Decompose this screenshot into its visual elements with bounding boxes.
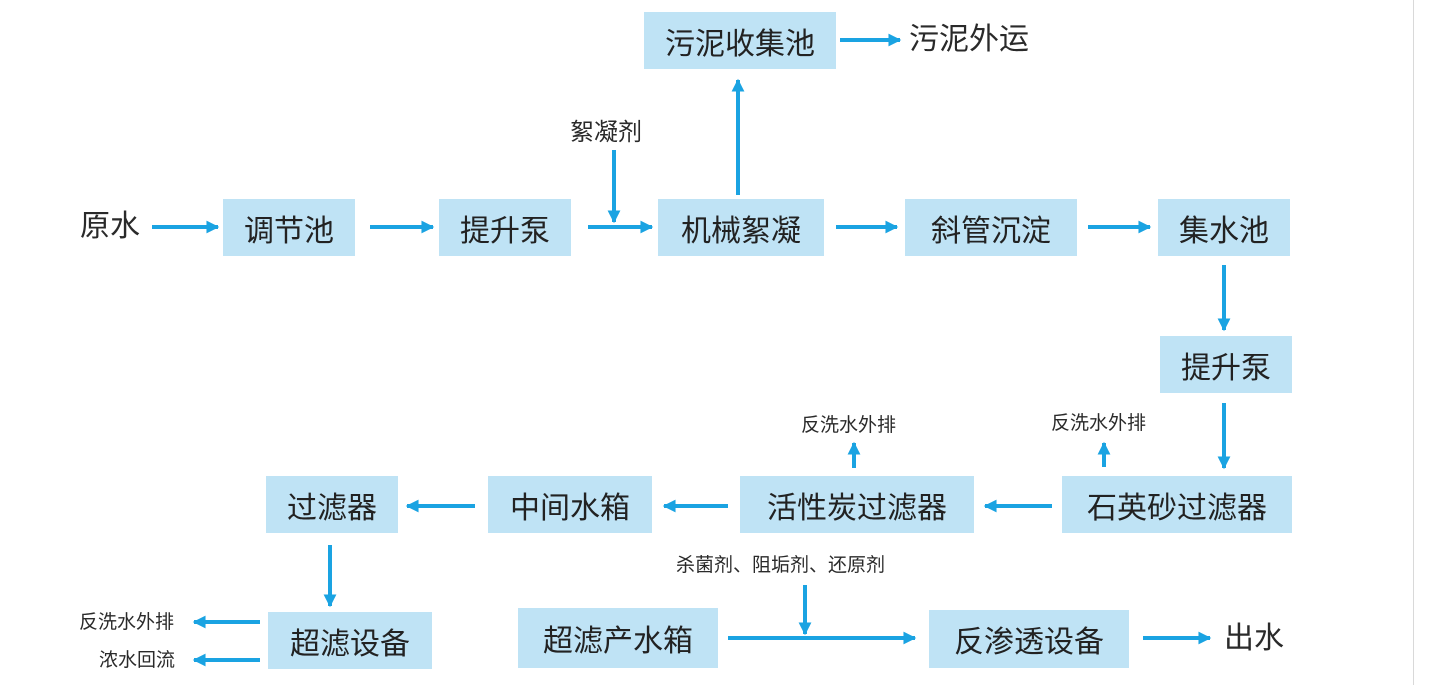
- flocculant-label: 絮凝剂: [570, 118, 642, 146]
- activated-carbon-filter-box: 活性炭过滤器: [740, 476, 974, 533]
- quartz-sand-filter-box: 石英砂过滤器: [1062, 476, 1292, 533]
- sludge-out-label: 污泥外运: [909, 22, 1029, 57]
- backwash-out-3-label: 反洗水外排: [79, 611, 175, 633]
- lift-pump-1-box: 提升泵: [439, 199, 571, 256]
- uf-product-tank-box: 超滤产水箱: [518, 608, 718, 668]
- ultrafiltration-unit-box: 超滤设备: [268, 612, 432, 669]
- ro-unit-box: 反渗透设备: [929, 610, 1129, 668]
- backwash-out-2-label: 反洗水外排: [1051, 412, 1147, 434]
- collection-tank-box: 集水池: [1158, 199, 1290, 256]
- filter-box: 过滤器: [266, 476, 398, 533]
- product-water-label: 出水: [1224, 621, 1284, 656]
- mechanical-flocculation-box: 机械絮凝: [658, 199, 824, 256]
- sludge-tank-box: 污泥收集池: [644, 12, 836, 69]
- concentrate-return-label: 浓水回流: [99, 649, 176, 671]
- equalization-tank-box: 调节池: [223, 199, 355, 256]
- chemicals-label: 杀菌剂、阻垢剂、还原剂: [676, 554, 886, 576]
- inclined-tube-settling-box: 斜管沉淀: [905, 199, 1077, 256]
- lift-pump-2-box: 提升泵: [1160, 336, 1292, 393]
- backwash-out-1-label: 反洗水外排: [801, 414, 897, 436]
- intermediate-tank-box: 中间水箱: [488, 476, 652, 533]
- raw-water-label: 原水: [80, 209, 140, 244]
